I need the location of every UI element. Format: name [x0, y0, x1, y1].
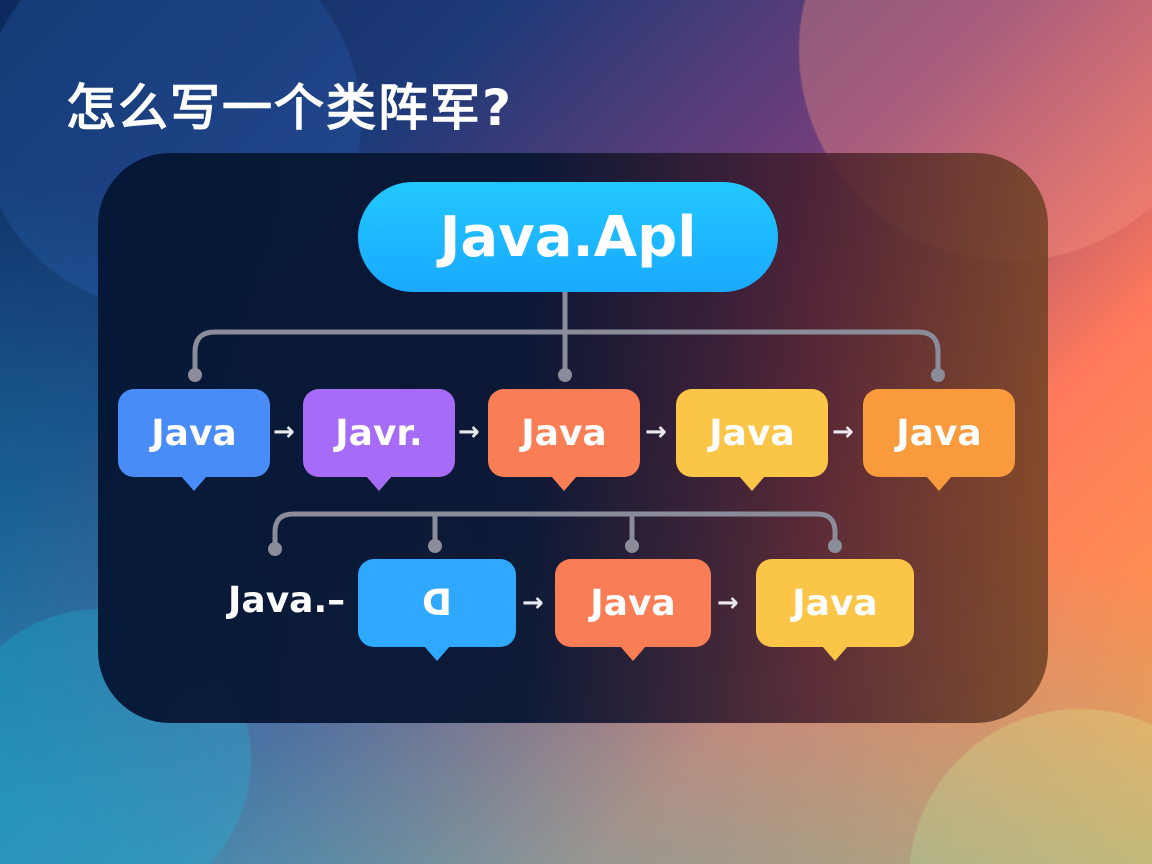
row1-node-4[interactable]: Java	[676, 389, 828, 491]
node-label: Java	[709, 412, 795, 454]
arrow-right-icon: →	[522, 588, 544, 618]
row1-node-1[interactable]: Java	[118, 389, 270, 491]
row2-node-1[interactable]: ᗡ	[358, 559, 516, 661]
row1-node-2[interactable]: Javr.	[303, 389, 455, 491]
root-node[interactable]: Java.Apl	[358, 182, 778, 292]
row1-node-5[interactable]: Java	[863, 389, 1015, 491]
arrow-right-icon: →	[458, 417, 480, 447]
glyph-icon: ᗡ	[422, 582, 452, 624]
arrow-right-icon: →	[832, 417, 854, 447]
node-label: Java	[521, 412, 607, 454]
row2-lead-label: Java.–	[228, 580, 346, 621]
row1-node-3[interactable]: Java	[488, 389, 640, 491]
node-label: Java	[792, 582, 878, 624]
arrow-right-icon: →	[717, 588, 739, 618]
arrow-right-icon: →	[645, 417, 667, 447]
page-title: 怎么写一个类阵军?	[66, 79, 514, 137]
root-node-label: Java.Apl	[439, 204, 697, 270]
node-label: Javr.	[335, 412, 423, 454]
arrow-right-icon: →	[273, 417, 295, 447]
node-label: Java	[590, 582, 676, 624]
row2-node-2[interactable]: Java	[555, 559, 711, 661]
node-label: Java	[896, 412, 982, 454]
node-label: Java	[151, 412, 237, 454]
row2-node-3[interactable]: Java	[756, 559, 914, 661]
